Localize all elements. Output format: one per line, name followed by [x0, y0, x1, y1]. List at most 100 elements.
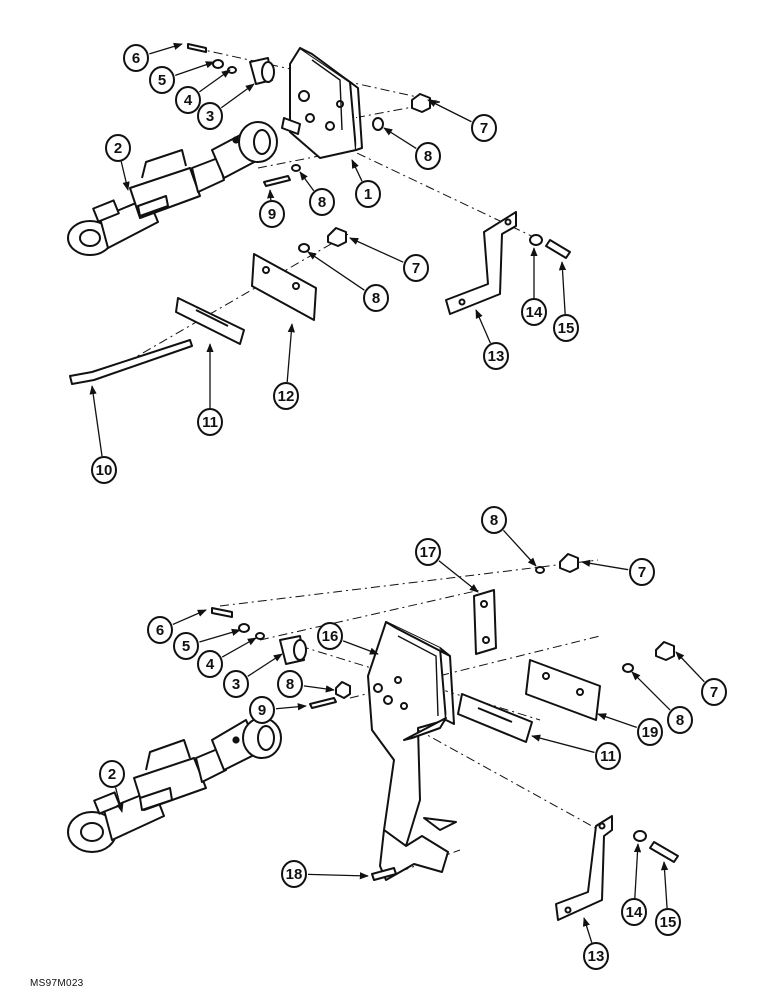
- callout-8: 8: [415, 142, 441, 170]
- callout-number: 4: [184, 92, 193, 109]
- callout-number: 14: [626, 904, 643, 921]
- callout-number: 3: [206, 108, 214, 125]
- callout-number: 18: [286, 866, 303, 883]
- callout-number: 13: [588, 948, 605, 965]
- leader-line: [172, 609, 207, 626]
- leader-line: [660, 861, 669, 909]
- callout-5: 5: [173, 632, 199, 660]
- callout-circle: [317, 622, 343, 650]
- callout-4: 4: [197, 650, 223, 678]
- callout-circle: [123, 44, 149, 72]
- pin-3-lower: [279, 635, 307, 665]
- callout-9: 9: [259, 200, 285, 228]
- callout-7: 7: [701, 678, 727, 706]
- callout-circle: [363, 284, 389, 312]
- leader-line: [581, 559, 629, 571]
- callout-circle: [175, 86, 201, 114]
- nut-7b-upper: [327, 227, 347, 247]
- callout-16: 16: [317, 622, 343, 650]
- nut-8-lower: [335, 681, 351, 699]
- callout-8: 8: [363, 284, 389, 312]
- washer-14-lower: [633, 830, 647, 842]
- washer-8-lower-right: [622, 663, 634, 673]
- callout-number: 8: [676, 712, 684, 729]
- callout-circle: [415, 142, 441, 170]
- callout-5: 5: [149, 66, 175, 94]
- callout-circle: [553, 314, 579, 342]
- leader-line: [199, 69, 231, 93]
- callout-number: 8: [490, 512, 498, 529]
- leader-line: [383, 127, 417, 150]
- callout-circle: [667, 706, 693, 734]
- callout-number: 7: [480, 120, 488, 137]
- bolt-15-upper: [545, 239, 571, 259]
- washer-8c-upper: [298, 243, 310, 253]
- shim-11-lower: [457, 693, 533, 743]
- callout-14: 14: [621, 898, 647, 926]
- callout-number: 15: [558, 320, 575, 337]
- callout-circle: [483, 342, 509, 370]
- leader-line: [349, 237, 404, 263]
- callout-13: 13: [583, 942, 609, 970]
- callout-circle: [259, 200, 285, 228]
- callout-number: 13: [488, 348, 505, 365]
- leader-line: [351, 159, 363, 182]
- shim-11-upper: [175, 297, 245, 345]
- washer-8-upper: [372, 117, 384, 131]
- callout-10: 10: [91, 456, 117, 484]
- leader-line: [89, 385, 103, 457]
- callout-number: 7: [412, 260, 420, 277]
- leader-line: [633, 843, 642, 899]
- callout-circle: [481, 506, 507, 534]
- callout-number: 2: [114, 140, 122, 157]
- callout-circle: [637, 718, 663, 746]
- callout-circle: [521, 298, 547, 326]
- callout-9: 9: [249, 696, 275, 724]
- callout-number: 5: [182, 638, 190, 655]
- callout-number: 3: [232, 676, 240, 693]
- leader-line: [149, 42, 183, 55]
- washer-8b-upper: [291, 164, 301, 172]
- bolt-9-lower: [309, 697, 337, 709]
- leader-line: [220, 83, 255, 109]
- callout-number: 11: [202, 414, 218, 431]
- washer-5-lower: [238, 623, 250, 633]
- leader-line: [175, 61, 215, 77]
- callout-number: 16: [322, 628, 339, 645]
- lower-assembly: [67, 553, 679, 921]
- leader-line: [307, 872, 369, 880]
- callout-number: 9: [268, 206, 276, 223]
- callout-number: 17: [420, 544, 437, 561]
- upper-assembly: [67, 43, 571, 385]
- leader-line: [275, 703, 307, 711]
- bolt-18: [371, 867, 397, 881]
- callout-13: 13: [483, 342, 509, 370]
- bracket-13-lower: [555, 815, 613, 921]
- callout-circle: [583, 942, 609, 970]
- callout-circle: [91, 456, 117, 484]
- nut-7-lower-right: [655, 641, 675, 661]
- figure-code: MS97M023: [30, 978, 84, 989]
- turnbuckle-link-upper: [67, 121, 278, 256]
- plate-12-upper: [251, 253, 317, 321]
- callout-circle: [249, 696, 275, 724]
- callout-number: 19: [642, 724, 659, 741]
- leader-line: [597, 713, 637, 729]
- callout-14: 14: [521, 298, 547, 326]
- callout-number: 15: [660, 914, 677, 931]
- leader-line: [303, 685, 335, 693]
- callout-2: 2: [99, 760, 125, 788]
- callout-15: 15: [655, 908, 681, 936]
- callout-circle: [655, 908, 681, 936]
- callout-15: 15: [553, 314, 579, 342]
- callout-8: 8: [481, 506, 507, 534]
- leader-line: [307, 251, 365, 291]
- bolt-15-lower: [649, 841, 679, 863]
- leader-line: [582, 917, 593, 943]
- callout-6: 6: [147, 616, 173, 644]
- leader-line: [286, 323, 295, 383]
- callout-number: 11: [600, 748, 616, 765]
- callout-circle: [197, 650, 223, 678]
- callout-number: 7: [710, 684, 718, 701]
